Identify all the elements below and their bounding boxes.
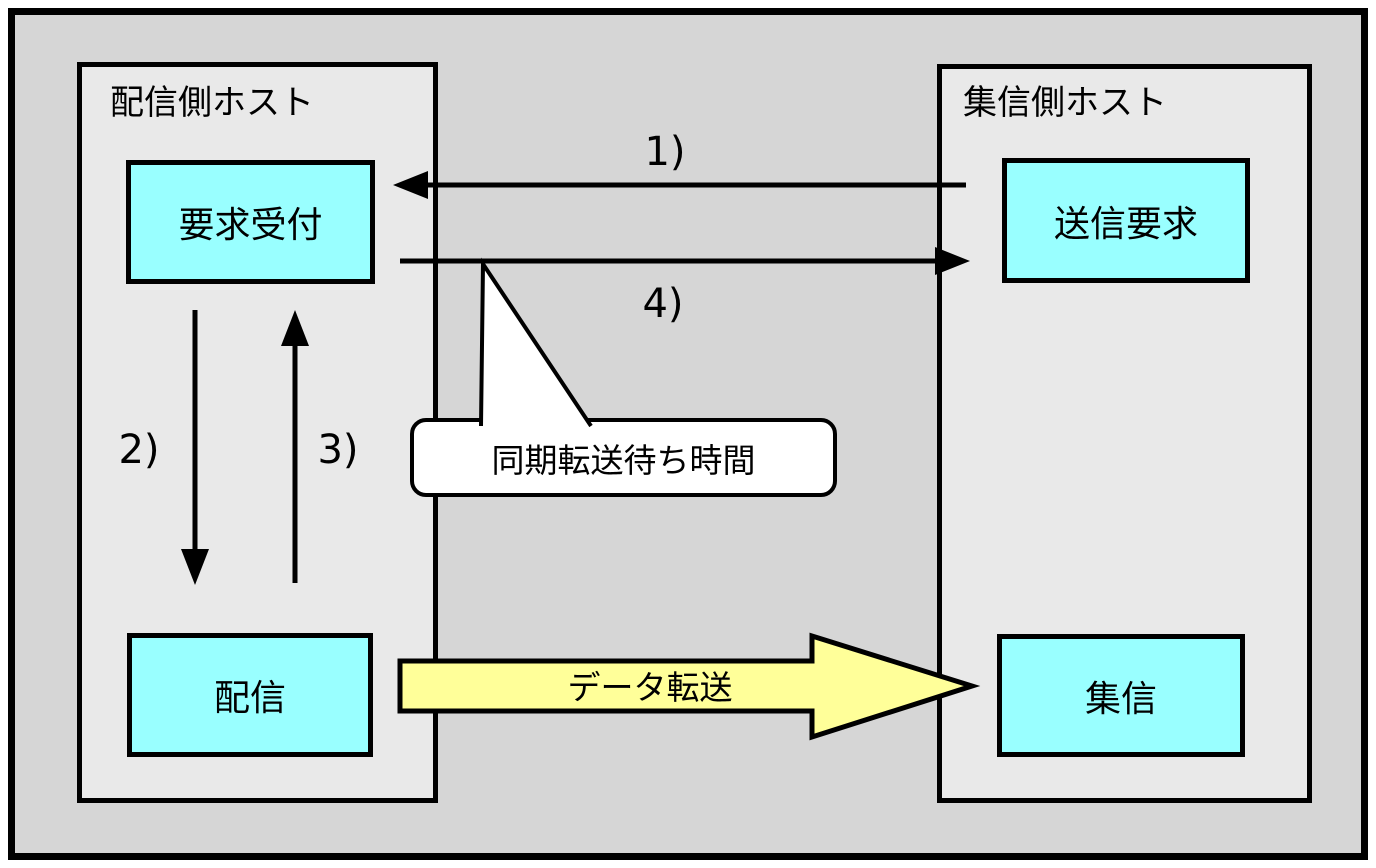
collect-box: 集信	[997, 634, 1245, 757]
delivery-box: 配信	[127, 633, 373, 757]
sync-wait-callout-text: 同期転送待ち時間	[491, 440, 756, 480]
sender-host-title: 配信側ホスト	[110, 83, 314, 123]
request-accept-box: 要求受付	[126, 160, 375, 284]
step1-label: 1)	[644, 129, 686, 175]
step2-label: 2)	[118, 427, 160, 473]
send-request-box: 送信要求	[1002, 158, 1250, 283]
step3-label: 3)	[317, 427, 359, 473]
step4-label: 4)	[642, 281, 684, 327]
data-transfer-label: データ転送	[567, 668, 733, 707]
receiver-host-title: 集信側ホスト	[963, 83, 1167, 123]
